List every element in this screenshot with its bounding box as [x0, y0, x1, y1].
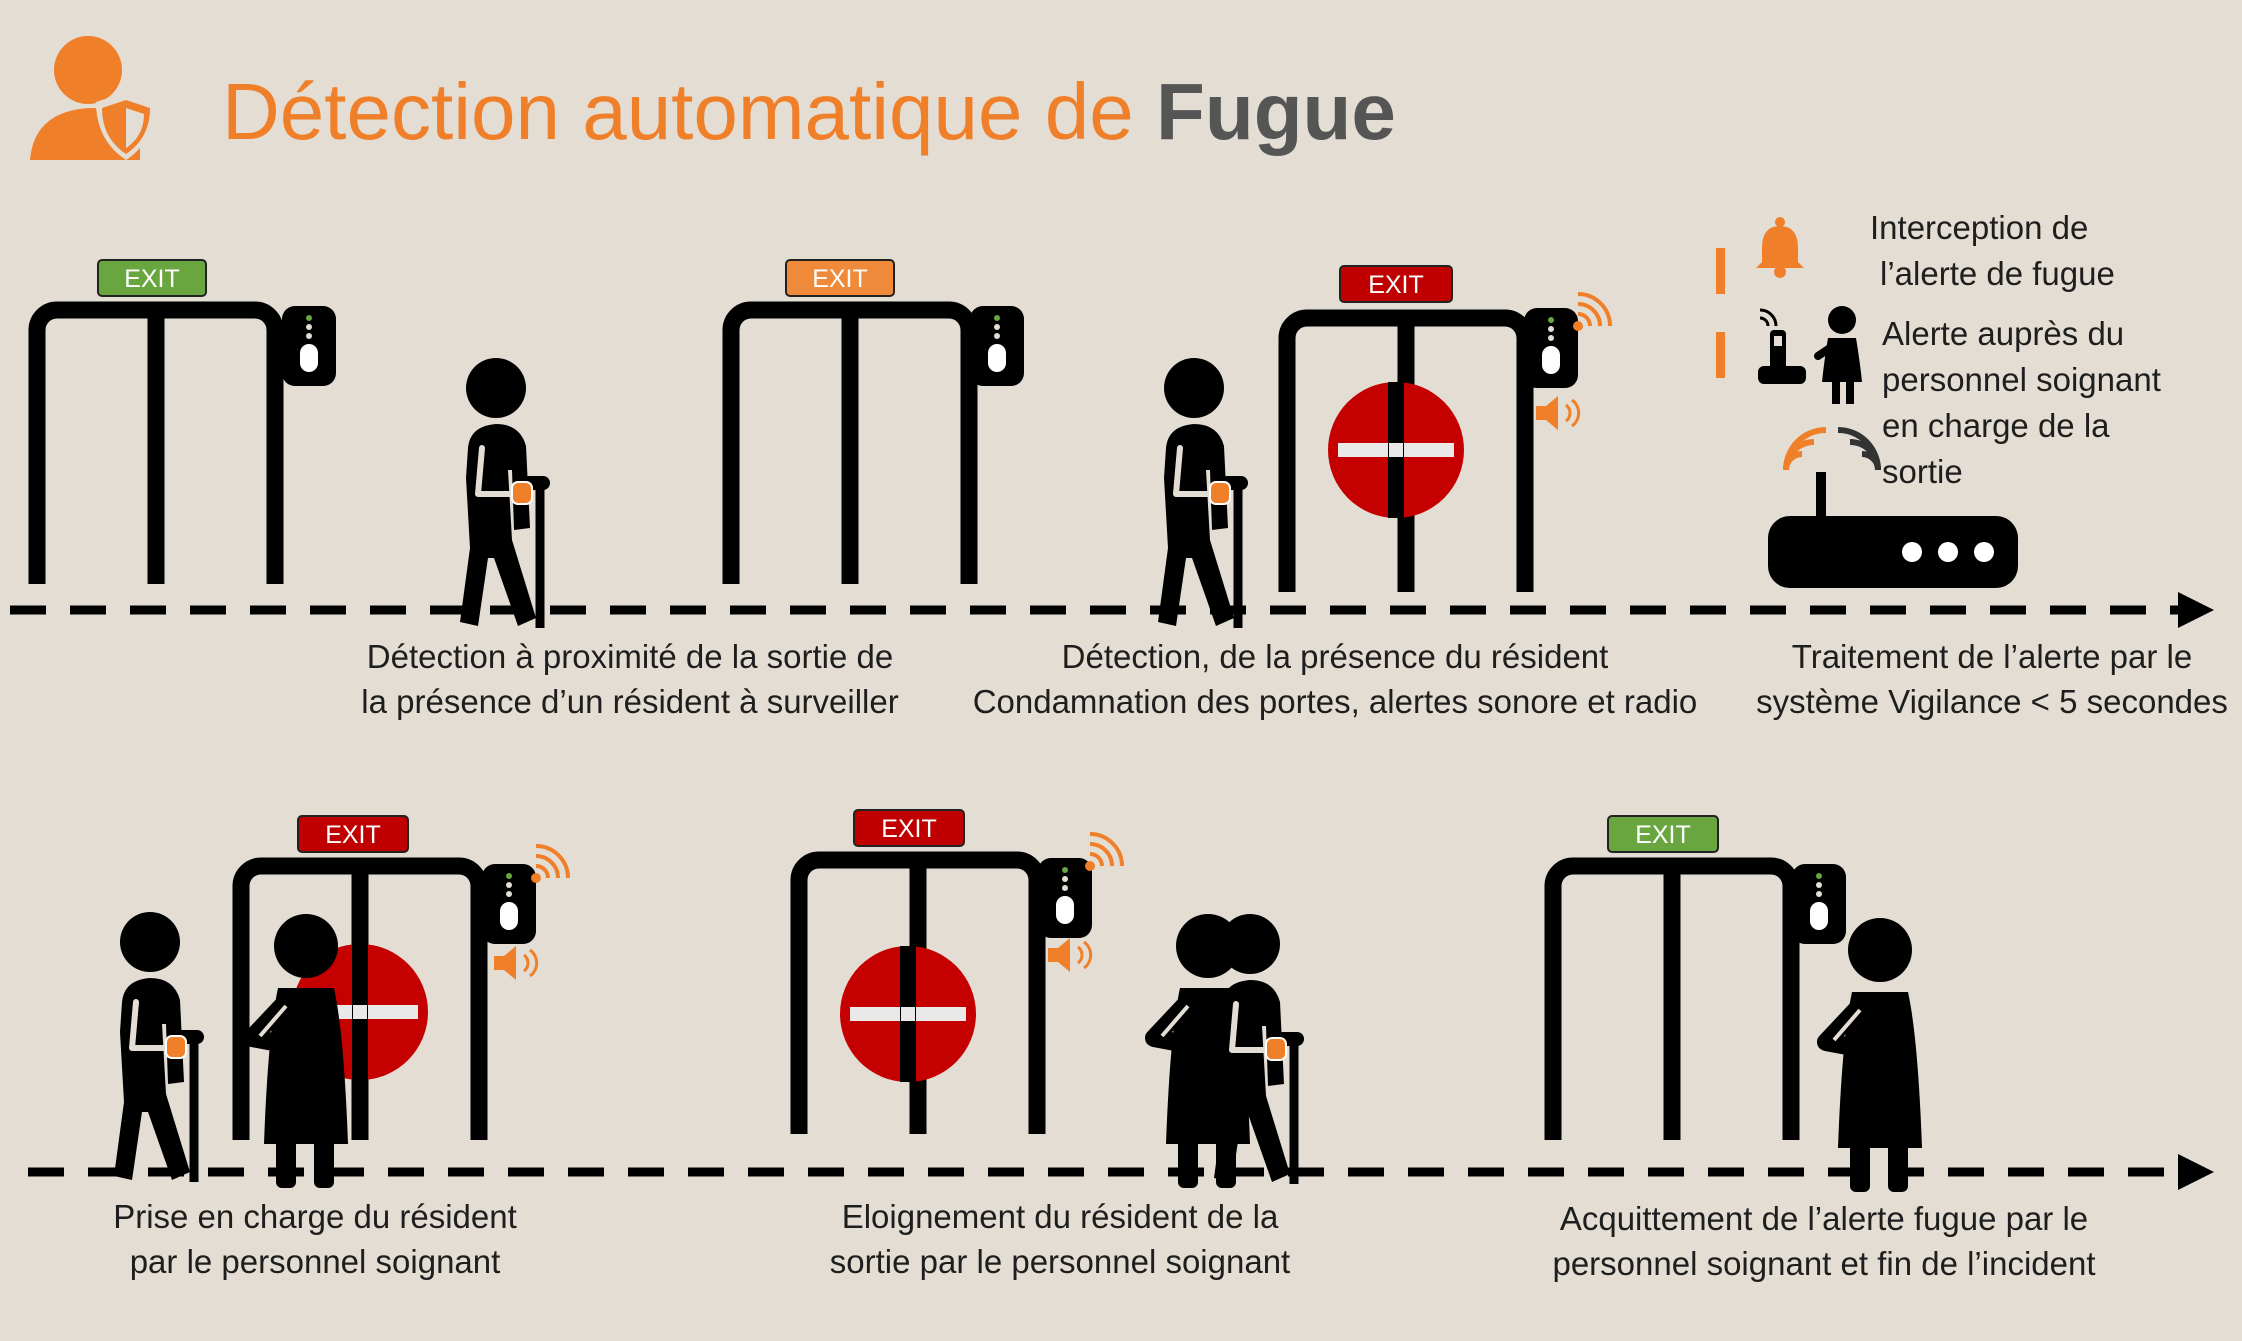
speaker-icon	[1046, 936, 1093, 974]
wall-reader-icon	[970, 306, 1024, 386]
legend-line: personnel soignant	[1882, 361, 2161, 398]
exit-sign: EXIT	[97, 259, 207, 297]
arrow-right-icon	[2178, 1154, 2214, 1190]
caption-line: la présence d’un résident à surveiller	[361, 683, 899, 720]
caregiver-icon	[1814, 306, 1862, 404]
legend-line: Alerte auprès du	[1882, 315, 2125, 352]
router-icon	[1768, 472, 2018, 588]
no-entry-icon	[1328, 382, 1464, 518]
user-shield-icon	[30, 36, 156, 160]
wifi-signal-icon	[529, 844, 570, 885]
caption-line: sortie par le personnel soignant	[829, 1243, 1291, 1280]
caregiver-icon	[1826, 918, 1922, 1192]
title-part-1: Détection automatique de	[222, 67, 1134, 156]
resident-with-cane-icon	[1214, 914, 1304, 1184]
legend-text-alert-staff: Alerte auprès du personnel soignant en c…	[1882, 311, 2161, 495]
resident-with-cane-icon	[460, 358, 550, 628]
bell-icon	[1756, 217, 1804, 278]
exit-gate-icon	[1553, 866, 1791, 1140]
exit-sign-label: EXIT	[812, 265, 868, 293]
exit-sign-label: EXIT	[881, 815, 937, 843]
caption-line: Eloignement du résident de la	[841, 1198, 1279, 1235]
legend-line: Interception de	[1870, 209, 2089, 246]
exit-sign: EXIT	[853, 809, 965, 847]
wall-reader-icon	[1038, 858, 1092, 938]
caption-step-3: Traitement de l’alerte par le système Vi…	[1742, 634, 2242, 724]
exit-sign-label: EXIT	[1368, 271, 1424, 299]
exit-gate-icon	[37, 310, 275, 584]
caption-line: système Vigilance < 5 secondes	[1756, 683, 2228, 720]
caption-line: Acquittement de l’alerte fugue par le	[1559, 1200, 2089, 1237]
exit-sign: EXIT	[785, 259, 895, 297]
caption-line: personnel soignant et fin de l’incident	[1552, 1245, 2096, 1282]
speaker-icon	[492, 944, 539, 982]
caption-line: Détection à proximité de la sortie de	[366, 638, 894, 675]
resident-with-cane-icon	[114, 912, 204, 1182]
exit-sign-label: EXIT	[1635, 821, 1691, 849]
wifi-signal-icon	[1571, 292, 1612, 333]
caption-step-2: Détection, de la présence du résident Co…	[940, 634, 1730, 724]
wall-reader-icon	[1524, 308, 1578, 388]
exit-gate-icon	[731, 310, 969, 584]
legend-line: l’alerte de fugue	[1880, 255, 2115, 292]
wifi-signal-icon	[1083, 832, 1124, 873]
phone-icon	[1758, 308, 1806, 384]
caption-step-1: Détection à proximité de la sortie de la…	[330, 634, 930, 724]
exit-sign: EXIT	[1339, 265, 1453, 303]
legend-line: sortie	[1882, 453, 1963, 490]
wall-reader-icon	[482, 864, 536, 944]
resident-with-cane-icon	[1158, 358, 1248, 628]
caption-step-6: Acquittement de l’alerte fugue par le pe…	[1524, 1196, 2124, 1286]
exit-sign: EXIT	[1607, 815, 1719, 853]
arrow-right-icon	[2178, 592, 2214, 628]
caption-line: Prise en charge du résident	[113, 1198, 517, 1235]
wall-reader-icon	[282, 306, 336, 386]
wall-reader-icon	[1792, 864, 1846, 944]
page-title: Détection automatique de Fugue	[222, 62, 1396, 162]
exit-sign-label: EXIT	[325, 821, 381, 849]
exit-sign-label: EXIT	[124, 265, 180, 293]
legend-text-interception: Interception de l’alerte de fugue	[1870, 205, 2115, 297]
title-part-2: Fugue	[1155, 67, 1396, 156]
legend-marker-2	[1716, 332, 1725, 378]
exit-sign: EXIT	[297, 815, 409, 853]
no-entry-icon	[840, 946, 976, 1082]
caption-line: Détection, de la présence du résident	[1061, 638, 1609, 675]
wifi-signal-icon	[1783, 427, 1881, 471]
caption-step-4: Prise en charge du résident par le perso…	[80, 1194, 550, 1284]
caption-line: Traitement de l’alerte par le	[1791, 638, 2193, 675]
caregiver-icon	[252, 914, 348, 1188]
speaker-icon	[1534, 394, 1581, 432]
legend-marker-1	[1716, 248, 1725, 294]
legend-line: en charge de la	[1882, 407, 2110, 444]
caption-line: Condamnation des portes, alertes sonore …	[972, 683, 1698, 720]
caption-step-5: Eloignement du résident de la sortie par…	[790, 1194, 1330, 1284]
caption-line: par le personnel soignant	[129, 1243, 501, 1280]
